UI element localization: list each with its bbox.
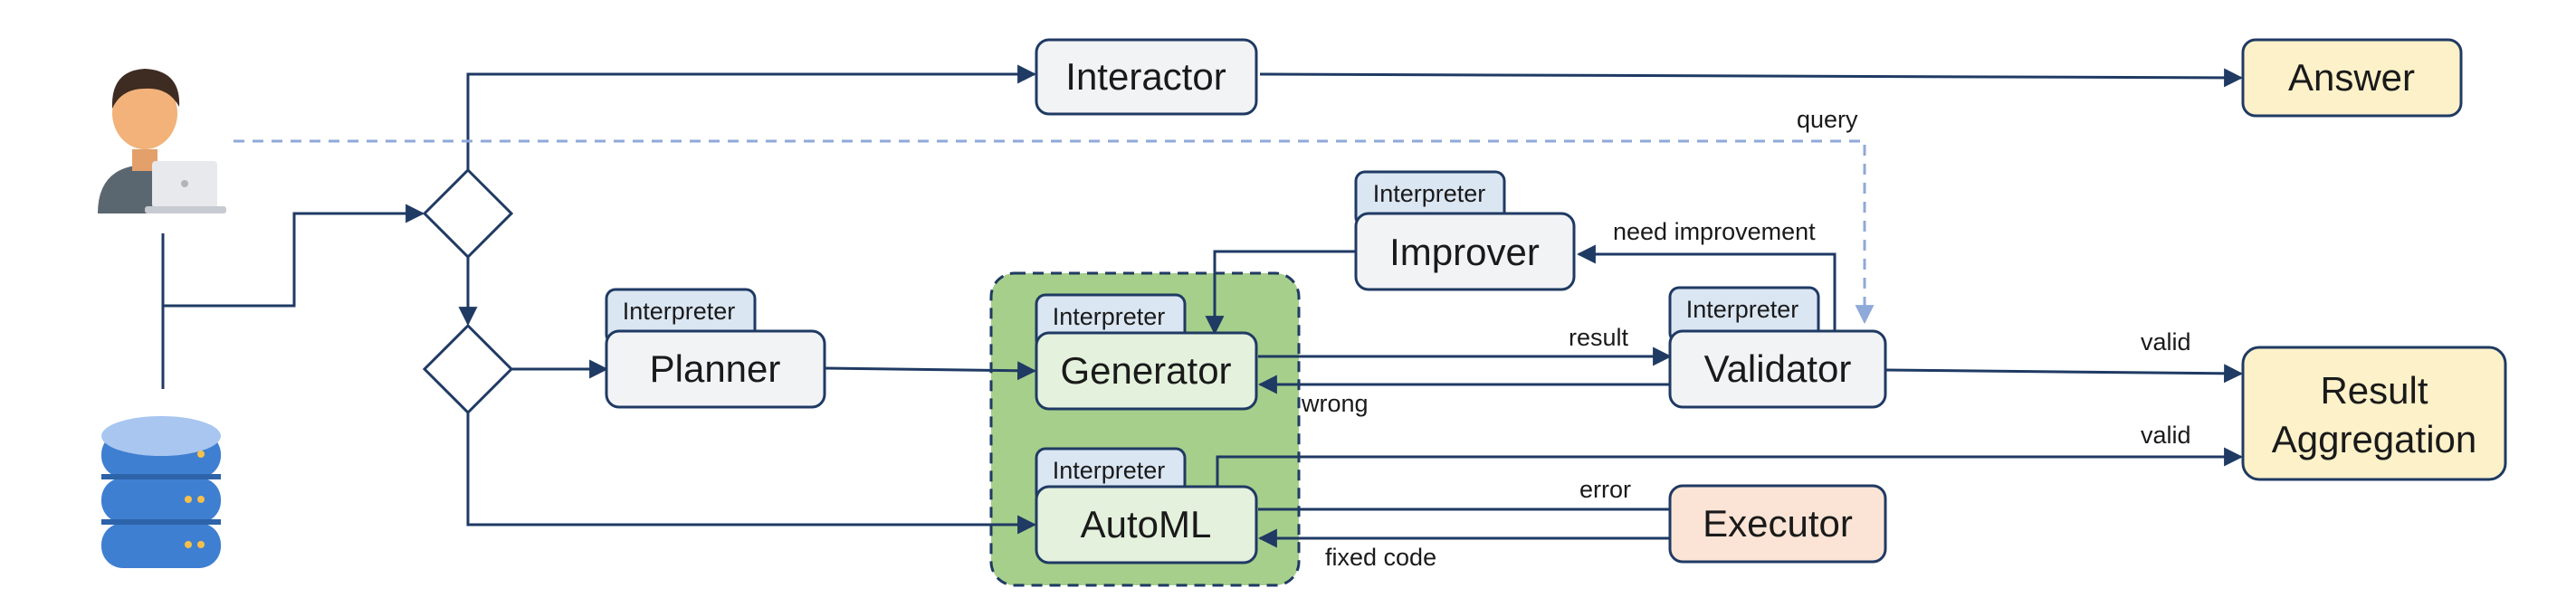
result-edge-label: result bbox=[1569, 324, 1629, 351]
wrong-edge-label: wrong bbox=[1301, 390, 1369, 417]
automl-node: Interpreter AutoML bbox=[1035, 447, 1258, 564]
improver-node: Interpreter Improver bbox=[1354, 170, 1576, 291]
result-aggregation-node: Result Aggregation bbox=[2241, 346, 2507, 481]
planning-decision-diamond bbox=[422, 323, 514, 415]
generator-tab-label: Interpreter bbox=[1053, 303, 1166, 330]
edge-validator-to-improver bbox=[1576, 244, 1837, 335]
edge-user-to-decision bbox=[161, 213, 423, 389]
validator-node: Interpreter Validator bbox=[1668, 286, 1887, 409]
interactor-node: Interactor bbox=[1035, 38, 1258, 116]
planner-node: Interpreter Planner bbox=[605, 288, 826, 409]
fixed-code-edge-label: fixed code bbox=[1325, 544, 1436, 571]
edge-decision-to-interactor bbox=[466, 64, 1037, 170]
result-aggregation-label-line1: Result bbox=[2320, 369, 2428, 412]
automl-label: AutoML bbox=[1081, 503, 1212, 545]
edge-automl-to-aggregation bbox=[1216, 447, 2244, 486]
edge-interactor-to-answer bbox=[1259, 68, 2244, 88]
generator-label: Generator bbox=[1060, 349, 1231, 392]
result-aggregation-label-line2: Aggregation bbox=[2272, 418, 2477, 460]
improver-label: Improver bbox=[1389, 231, 1540, 273]
planner-label: Planner bbox=[650, 347, 781, 390]
edge-decision-to-automl bbox=[466, 413, 1037, 535]
planner-tab-label: Interpreter bbox=[623, 298, 736, 325]
edge-validator-to-aggregation bbox=[1884, 364, 2244, 384]
edge-planner-to-generator bbox=[824, 361, 1037, 381]
edge-improver-to-generator bbox=[1205, 250, 1358, 336]
valid-validator-edge-label: valid bbox=[2141, 328, 2191, 356]
answer-node: Answer bbox=[2241, 38, 2463, 118]
generator-node: Interpreter Generator bbox=[1035, 293, 1258, 411]
interactor-label: Interactor bbox=[1065, 55, 1226, 98]
validator-label: Validator bbox=[1704, 347, 1852, 390]
need-improvement-edge-label: need improvement bbox=[1613, 218, 1816, 245]
answer-label: Answer bbox=[2288, 56, 2415, 99]
database-icon bbox=[101, 416, 221, 568]
executor-node: Executor bbox=[1668, 484, 1887, 564]
valid-automl-edge-label: valid bbox=[2141, 422, 2191, 449]
routing-decision-diamond bbox=[422, 167, 514, 260]
user-with-laptop-icon bbox=[98, 69, 226, 213]
automl-tab-label: Interpreter bbox=[1053, 457, 1166, 484]
error-edge-label: error bbox=[1579, 476, 1631, 503]
validator-tab-label: Interpreter bbox=[1686, 296, 1799, 323]
improver-tab-label: Interpreter bbox=[1373, 180, 1486, 207]
edge-query-to-validator bbox=[234, 139, 1875, 325]
executor-label: Executor bbox=[1703, 502, 1853, 545]
query-edge-label: query bbox=[1797, 106, 1858, 133]
